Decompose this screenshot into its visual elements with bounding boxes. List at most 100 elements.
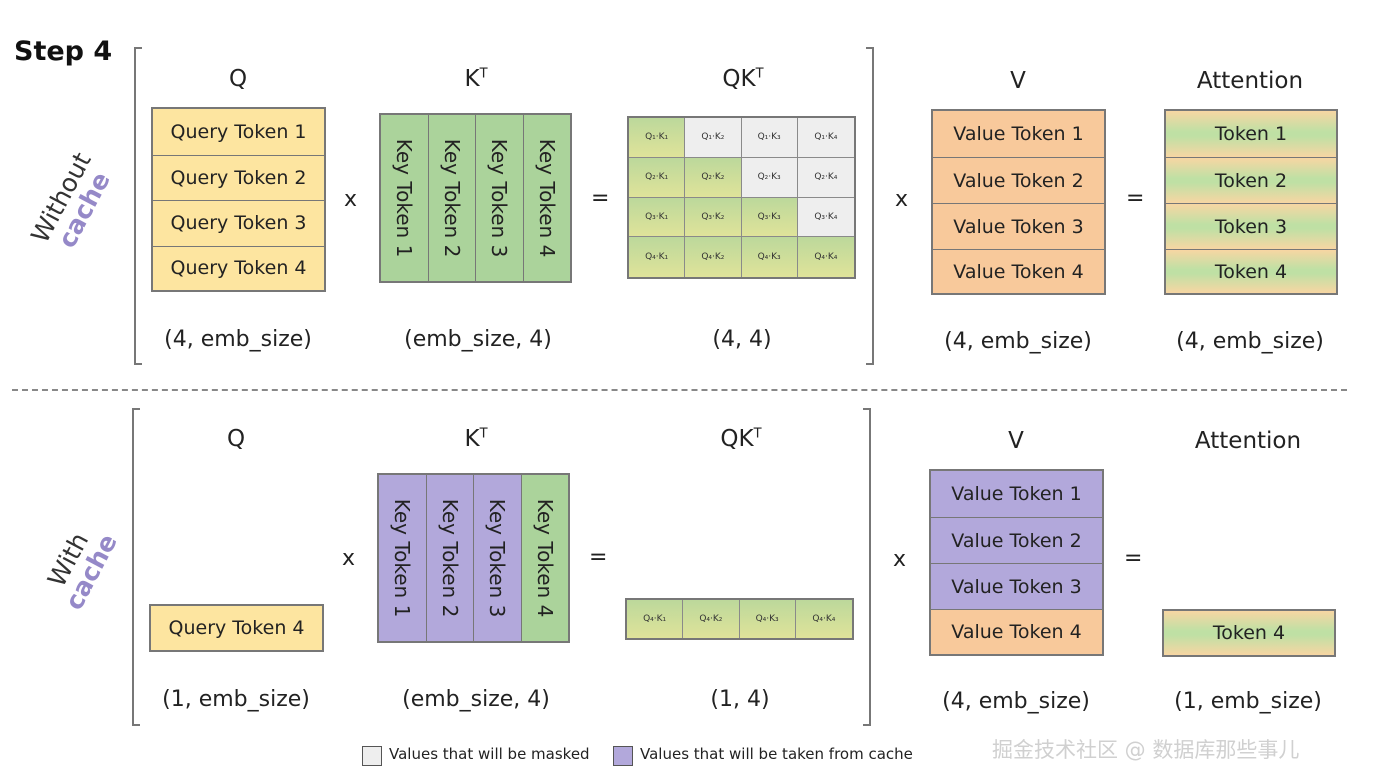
attention-dim: (1, emb_size) [1174,689,1322,714]
legend-masked-swatch [362,746,382,766]
qkt-header: QKT [643,66,843,92]
value-matrix: Value Token 1 Value Token 2 Value Token … [929,469,1104,656]
key-label: Key Token 3 [487,138,512,258]
qk-cell: Q₄·K₁ [629,237,686,277]
key-column-cached: Key Token 1 [379,475,426,641]
query-row: Query Token 4 [153,245,324,290]
times-operator: x [893,547,907,572]
v-header: V [1008,428,1024,454]
qk-cell: Q₃·K₂ [685,197,742,238]
legend-cached-label: Values that will be taken from cache [640,745,913,763]
legend-cached-swatch [613,746,633,766]
value-row: Value Token 1 [933,111,1104,157]
v-dim: (4, emb_size) [944,329,1092,354]
query-row: Query Token 2 [153,154,324,200]
watermark: 掘金技术社区 @ 数据库那些事儿 [992,738,1300,762]
attention-header: Attention [1196,68,1304,94]
qkt-header-sup: T [755,66,764,82]
qkt-dim: (1, 4) [710,687,770,712]
q-dim: (4, emb_size) [164,327,312,352]
kt-header-sup: T [479,426,488,442]
value-row: Value Token 3 [933,203,1104,249]
attention-dim: (4, emb_size) [1176,329,1324,354]
query-row: Query Token 1 [153,109,324,155]
qkt-dim: (4, 4) [712,327,772,352]
qk-cell-masked: Q₃·K₄ [797,197,854,238]
equals-operator: = [591,186,610,211]
key-transpose-matrix: Key Token 1 Key Token 2 Key Token 3 Key … [379,113,572,283]
key-column: Key Token 3 [475,115,523,281]
qk-cell-masked: Q₂·K₃ [741,157,798,198]
value-row-cached: Value Token 2 [931,517,1102,563]
kt-header: KT [376,66,576,92]
v-header: V [1010,68,1026,94]
qk-cell: Q₄·K₂ [683,600,740,638]
equals-operator: = [1124,546,1143,571]
qkt-header-text: QK [720,426,754,452]
attention-row: Token 1 [1166,111,1336,157]
key-label: Key Token 2 [437,498,462,618]
bracket-left-bottom [132,408,140,726]
q-header: Q [226,426,246,452]
q-header: Q [228,66,248,92]
value-row: Value Token 2 [933,157,1104,203]
qk-cell-masked: Q₁·K₄ [797,118,854,158]
value-matrix: Value Token 1 Value Token 2 Value Token … [931,109,1106,295]
key-label: Key Token 3 [485,498,510,618]
q-dim: (1, emb_size) [162,687,310,712]
key-label: Key Token 4 [534,138,559,258]
step-title: Step 4 [14,36,113,67]
qkt-header-sup: T [753,426,762,442]
query-row: Query Token 3 [153,200,324,246]
qk-cell: Q₂·K₂ [685,157,742,198]
key-column-cached: Key Token 3 [473,475,521,641]
qk-cell-masked: Q₂·K₄ [797,157,854,198]
equals-operator: = [1126,186,1145,211]
bracket-right-bottom [863,408,871,726]
key-column: Key Token 4 [520,475,568,641]
kt-header-sup: T [479,66,488,82]
value-row: Value Token 4 [931,609,1102,654]
value-row-cached: Value Token 1 [931,471,1102,517]
key-transpose-matrix: Key Token 1 Key Token 2 Key Token 3 Key … [377,473,570,643]
key-label: Key Token 4 [532,498,557,618]
qk-cell: Q₁·K₁ [629,118,686,158]
v-dim: (4, emb_size) [942,689,1090,714]
qk-cell-masked: Q₁·K₂ [685,118,742,158]
query-matrix: Query Token 1 Query Token 2 Query Token … [151,107,326,292]
key-column: Key Token 2 [427,115,475,281]
attention-row: Token 4 [1164,611,1334,655]
qk-cell: Q₃·K₁ [629,197,686,238]
without-cache-label: Without cache [24,143,122,265]
attention-header: Attention [1194,428,1302,454]
query-row: Query Token 4 [151,606,322,650]
value-row-cached: Value Token 3 [931,563,1102,609]
attention-row: Token 4 [1166,249,1336,293]
times-operator: x [895,187,909,212]
with-cache-label: With cache [34,510,127,623]
qk-matrix: Q₄·K₁ Q₄·K₂ Q₄·K₃ Q₄·K₄ [625,598,854,640]
legend-masked-label: Values that will be masked [389,745,590,763]
kt-header-text: K [464,66,480,92]
times-operator: x [342,546,356,571]
kt-dim: (emb_size, 4) [404,327,552,352]
query-matrix: Query Token 4 [149,604,324,652]
attention-matrix: Token 1 Token 2 Token 3 Token 4 [1164,109,1338,295]
times-operator: x [344,187,358,212]
key-column-cached: Key Token 2 [425,475,473,641]
kt-dim: (emb_size, 4) [402,687,550,712]
qkt-header: QKT [641,426,841,452]
qk-cell: Q₄·K₃ [739,600,796,638]
attention-row: Token 3 [1166,203,1336,249]
kt-header: KT [376,426,576,452]
bracket-right-top [866,47,874,365]
key-label: Key Token 1 [390,498,415,618]
key-label: Key Token 2 [439,138,464,258]
qk-cell: Q₄·K₂ [685,237,742,277]
qk-cell: Q₃·K₃ [741,197,798,238]
qk-cell: Q₄·K₄ [795,600,852,638]
attention-row: Token 2 [1166,157,1336,203]
key-column: Key Token 1 [381,115,428,281]
qk-cell: Q₂·K₁ [629,157,686,198]
attention-matrix: Token 4 [1162,609,1336,657]
